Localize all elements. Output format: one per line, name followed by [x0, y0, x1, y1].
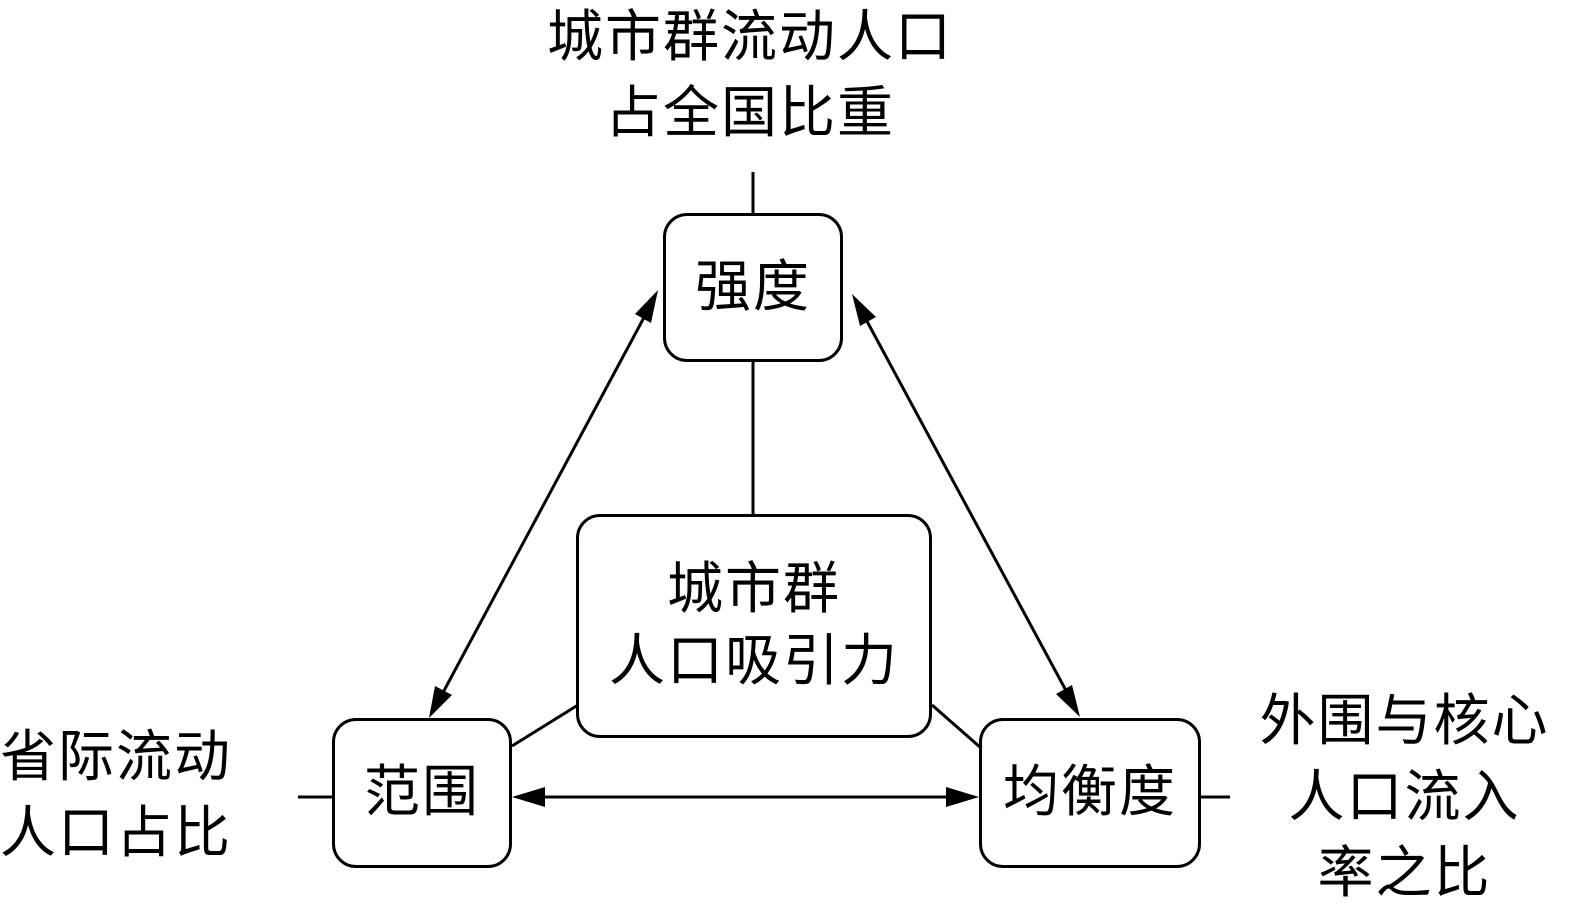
scope-indicator-line-2: 人口占比: [0, 801, 232, 866]
intensity-indicator-line-2: 占全国比重: [605, 81, 895, 146]
center-node-line-1: 城市群: [667, 557, 841, 622]
intensity-scope-arrow: [429, 290, 658, 718]
balance-indicator-line-3: 率之比: [1317, 841, 1492, 906]
intensity-balance-arrowhead-bottom: [1056, 685, 1080, 717]
intensity-balance-arrowhead-top: [852, 294, 876, 326]
intensity-indicator-line-1: 城市群流动人口: [547, 5, 953, 70]
scope-indicator-line-1: 省际流动: [0, 725, 232, 790]
center-to-scope-line: [511, 703, 579, 748]
intensity-scope-arrowhead-bottom: [429, 686, 452, 718]
scope-balance-arrowhead-right: [946, 787, 979, 807]
scope-node: 范围: [332, 718, 512, 868]
balance-node-label: 均衡度: [1003, 760, 1177, 825]
scope-node-label: 范围: [364, 760, 480, 825]
scope-balance-arrowhead-left: [512, 787, 545, 807]
intensity-node: 强度: [663, 213, 843, 362]
scope-balance-arrow: [512, 787, 979, 807]
balance-indicator-line-1: 外围与核心: [1259, 689, 1550, 754]
balance-node: 均衡度: [979, 718, 1201, 868]
center-node: 城市群 人口吸引力: [576, 514, 932, 738]
intensity-scope-arrowhead-top: [635, 290, 658, 323]
balance-indicator-line-2: 人口流入: [1288, 765, 1521, 830]
scope-indicator-label: 省际流动 人口占比: [0, 720, 290, 872]
balance-indicator-label: 外围与核心 人口流入 率之比: [1232, 684, 1577, 912]
intensity-indicator-label: 城市群流动人口 占全国比重: [490, 0, 1010, 152]
center-node-line-2: 人口吸引力: [609, 629, 899, 694]
intensity-balance-arrow: [852, 294, 1080, 717]
intensity-node-label: 强度: [695, 254, 811, 320]
center-to-balance-line: [931, 703, 982, 750]
